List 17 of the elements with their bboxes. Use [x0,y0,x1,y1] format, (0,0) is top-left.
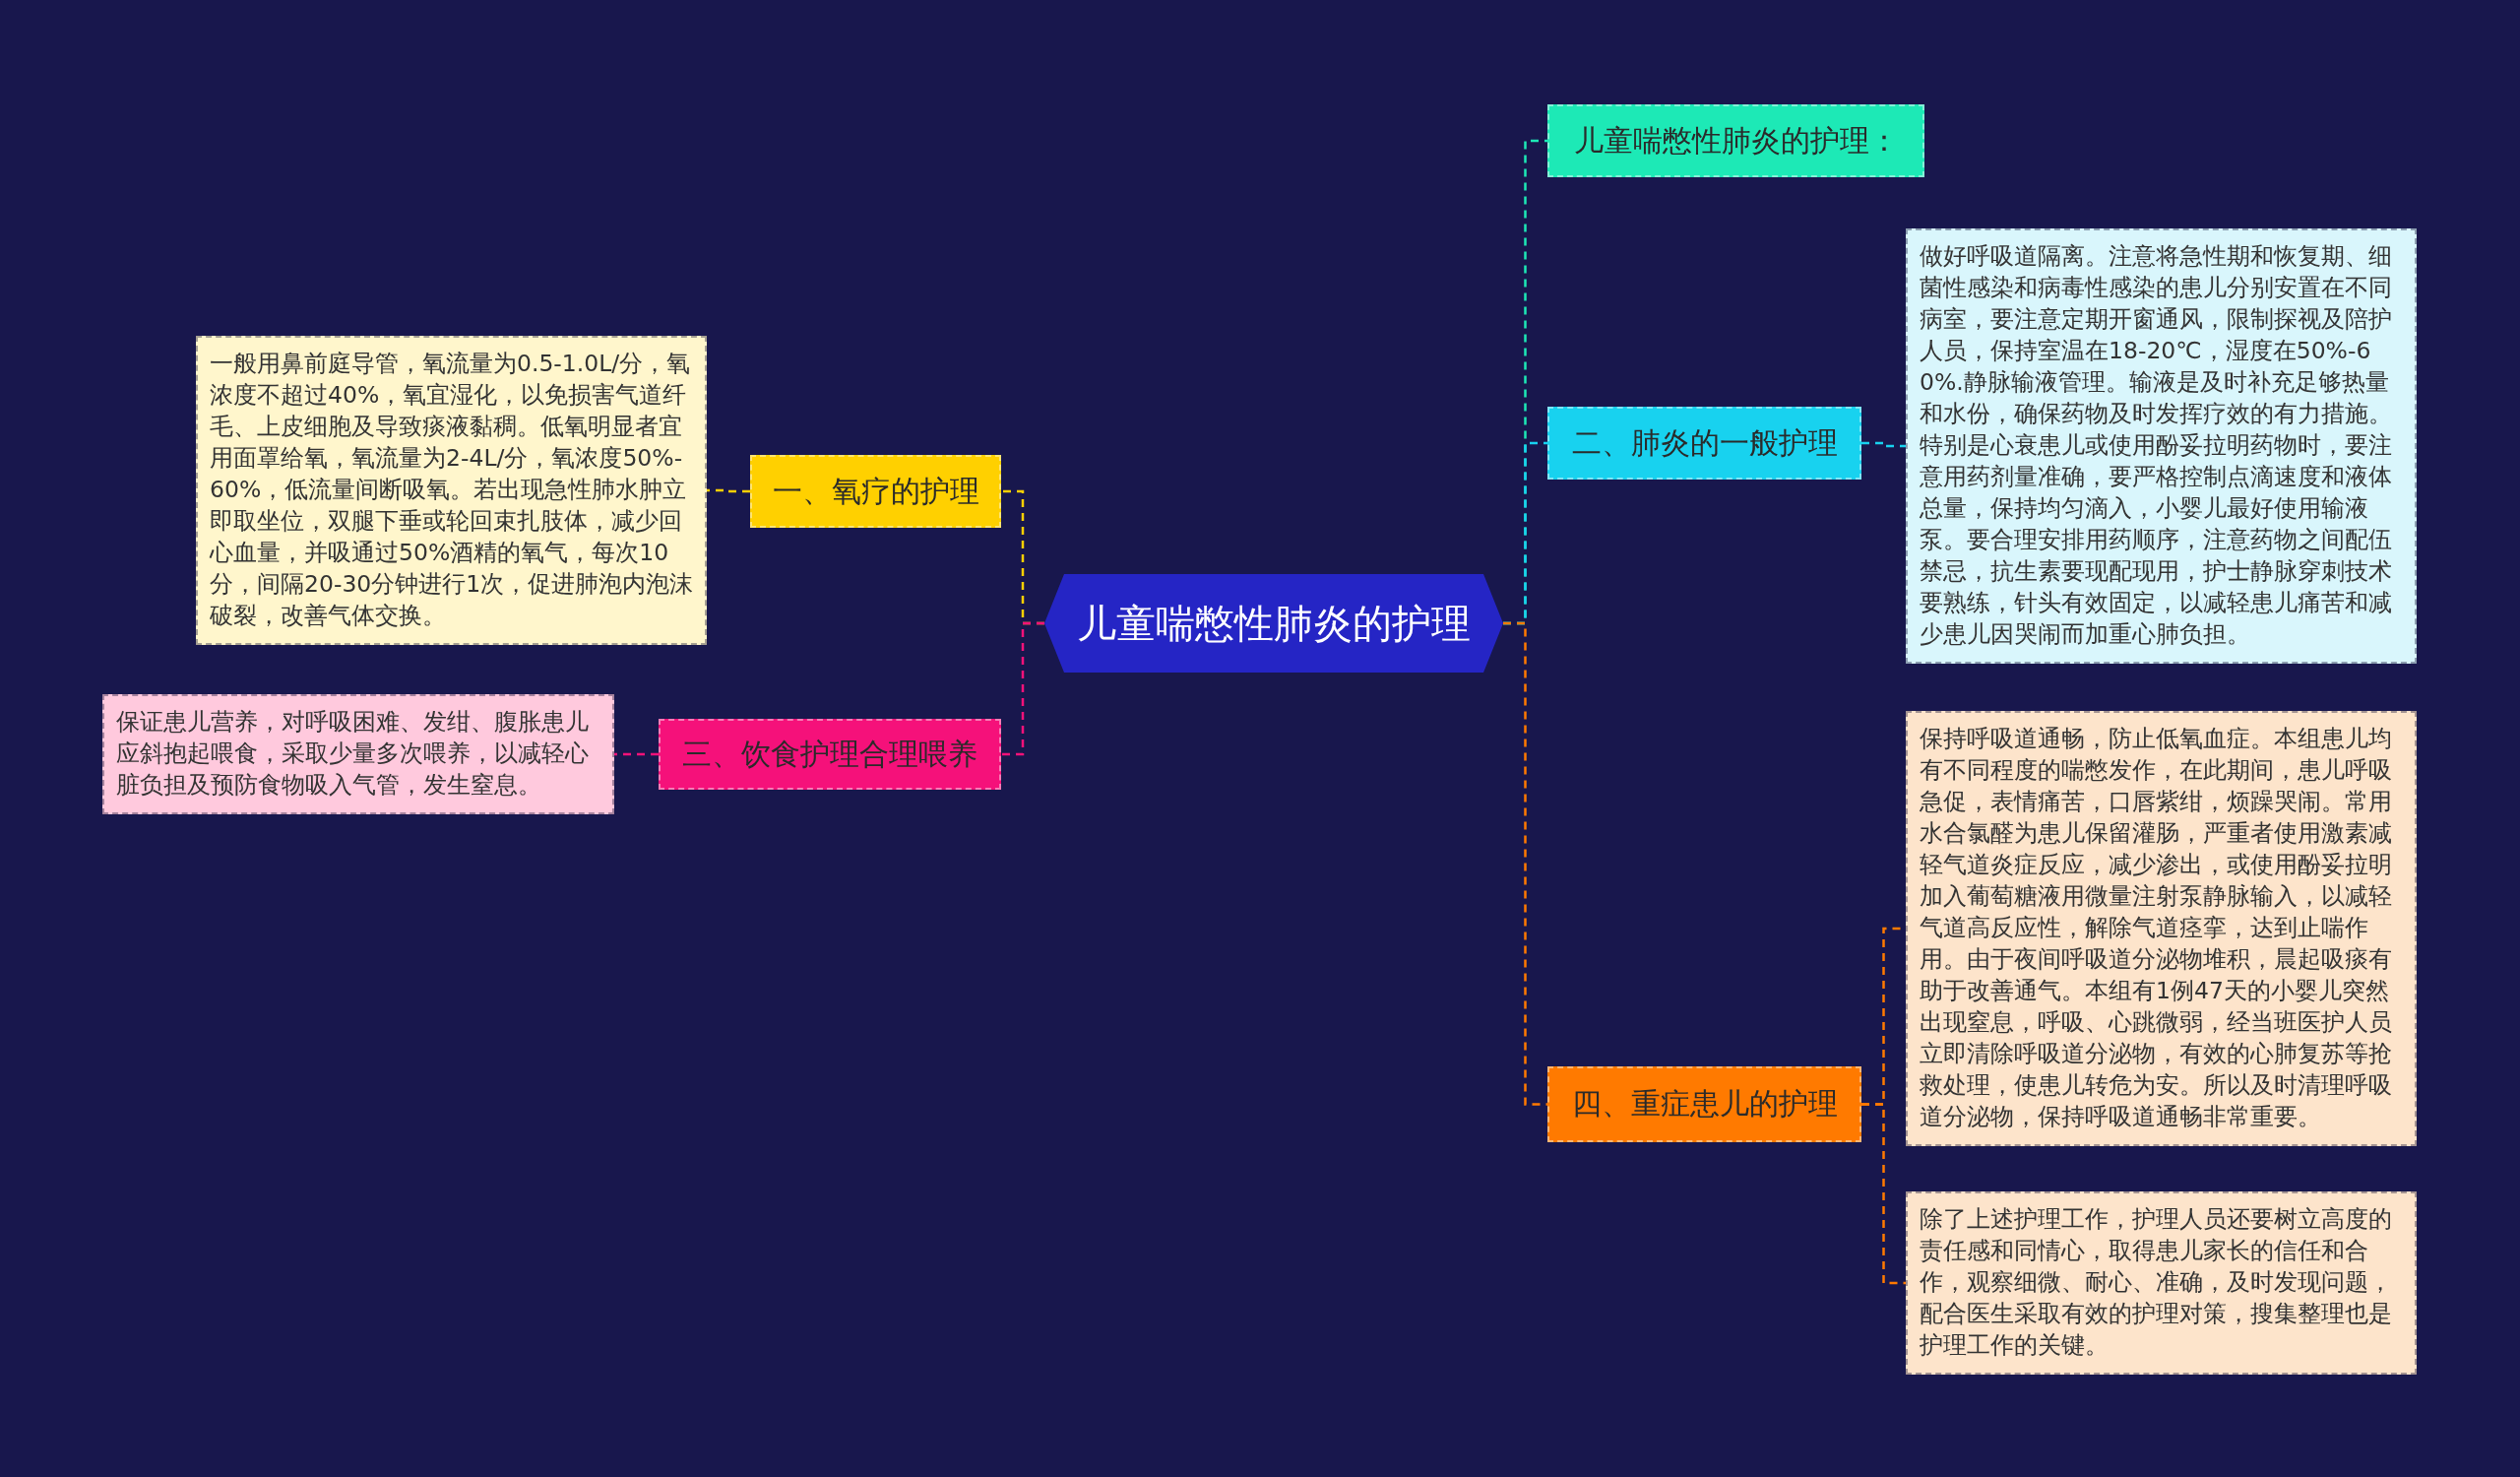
topic-box: 三、饮食护理合理喂养 [659,719,1001,790]
topic-box: 儿童喘憋性肺炎的护理： [1547,104,1924,177]
connector-line [707,488,750,493]
connector-line [1861,441,1906,448]
note-box: 保持呼吸道通畅，防止低氧血症。本组患儿均有不同程度的喘憋发作，在此期间，患儿呼吸急促，表情痛苦，口唇紫绀，烦躁哭闹。常用水合氯醛为患儿保留灌肠，严重者使用激素减轻气道炎症反应，减少渗出，或使用酚妥拉明加入葡萄糖液用微量注射泵静脉输入，以减轻气道高反应性，解除气道痉挛，达到止喘作用。由于夜间呼吸道分泌物堆积，晨起吸痰有助于改善通气。本组有1例47天的小婴儿突然出现窒息，呼吸、心跳微弱，经当班医护人员立即清除呼吸道分泌物，有效的心肺复苏等抢救处理，使患儿转危为安。所以及时清理呼吸道分泌物，保持呼吸道通畅非常重要。 [1906,711,2417,1146]
connector-line [1001,621,1044,756]
connector-line [614,752,659,756]
note-box: 保证患儿营养，对呼吸困难、发绀、腹胀患儿应斜抱起喂食，采取少量多次喂养，以减轻心脏负担及预防食物吸入气管，发生窒息。 [102,694,614,814]
topic-box: 四、重症患儿的护理 [1547,1066,1861,1142]
topic-box: 一、氧疗的护理 [750,455,1001,528]
topic-box: 二、肺炎的一般护理 [1547,407,1861,480]
note-box: 一般用鼻前庭导管，氧流量为0.5-1.0L/分，氧浓度不超过40%，氧宜湿化，以免损害气道纤毛、上皮细胞及导致痰液黏稠。低氧明显者宜用面罩给氧，氧流量为2-4L/分，氧浓度50%-60%，低流量间断吸氧。若出现急性肺水肿立即取坐位，双腿下垂或轮回束扎肢体，减少回心血量，并吸通过50%酒精的氧气，每次10分，间隔20-30分钟进行1次，促进肺泡内泡沫破裂，改善气体交换。 [196,336,707,645]
connector-line [1861,1103,1906,1285]
connector-line [1503,621,1547,1106]
note-box: 做好呼吸道隔离。注意将急性期和恢复期、细菌性感染和病毒性感染的患儿分别安置在不同病室，要注意定期开窗通风，限制探视及陪护人员，保持室温在18-20℃，湿度在50%-60%.静脉输液管理。输液是及时补充足够热量和水份，确保药物及时发挥疗效的有力措施。特别是心衰患儿或使用酚妥拉明药物时，要注意用药剂量准确，要严格控制点滴速度和液体总量，保持均匀滴入，小婴儿最好使用输液泵。要合理安排用药顺序，注意药物之间配伍禁忌，抗生素要现配现用，护士静脉穿刺技术要熟练，针头有效固定，以减轻患儿痛苦和减少患儿因哭闹而加重心肺负担。 [1906,228,2417,664]
note-box: 除了上述护理工作，护理人员还要树立高度的责任感和同情心，取得患儿家长的信任和合作，观察细微、耐心、准确，及时发现问题，配合医生采取有效的护理对策，搜集整理也是护理工作的关键。 [1906,1191,2417,1375]
central-topic-hexagon: 儿童喘憋性肺炎的护理 [1044,574,1503,673]
